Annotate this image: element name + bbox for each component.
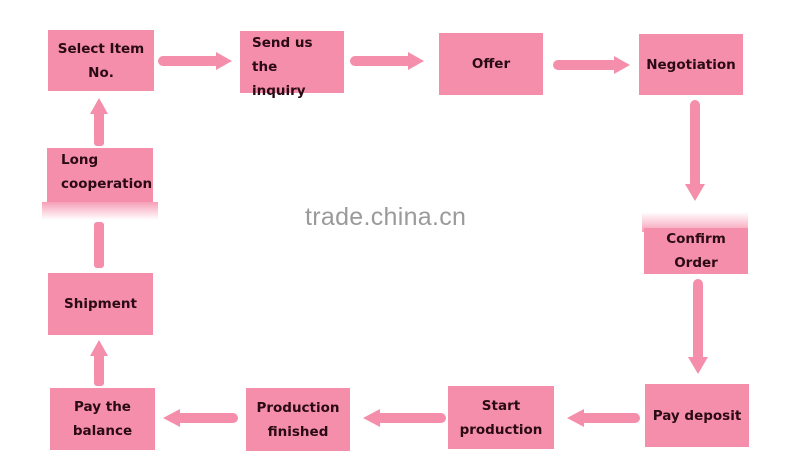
step-label: Select Item No. xyxy=(57,40,145,81)
step-label-line-1: Send us the xyxy=(252,35,313,75)
arrow-balance-to-shipment xyxy=(90,340,108,386)
step-label-line-2: cooperation xyxy=(61,176,153,192)
step-long-cooperation: Long cooperation xyxy=(47,148,153,202)
arrow-start-to-finished xyxy=(363,409,446,427)
step-label-line-1: Production xyxy=(256,399,340,416)
step-offer: Offer xyxy=(439,33,543,95)
step-label: Pay the balance xyxy=(72,399,133,439)
step-pay-balance: Pay the balance xyxy=(50,388,155,450)
arrow-cooperation-to-select xyxy=(90,98,108,146)
step-label-line-1: Long xyxy=(61,152,99,168)
arrow-negotiation-to-confirm xyxy=(685,100,705,201)
step-negotiation: Negotiation xyxy=(639,34,743,95)
step-label-line-2: finished xyxy=(267,423,329,440)
step-label: Negotiation xyxy=(646,56,736,73)
fade-effect xyxy=(42,202,158,220)
step-start-production: Start production xyxy=(448,386,554,449)
step-production-finished: Production finished xyxy=(246,388,350,451)
arrow-select-to-inquiry xyxy=(158,52,232,70)
arrow-inquiry-to-offer xyxy=(350,52,424,70)
step-select-item: Select Item No. xyxy=(48,30,154,91)
arrow-confirm-to-deposit xyxy=(688,279,708,374)
watermark: trade.china.cn xyxy=(305,203,467,231)
step-label: Offer xyxy=(471,56,511,72)
step-label: Shipment xyxy=(64,296,137,312)
step-label: Confirm Order xyxy=(666,231,726,271)
arrow-deposit-to-start-production xyxy=(567,409,640,427)
step-send-inquiry: Send us the inquiry xyxy=(240,31,344,99)
step-label: Start production xyxy=(459,397,543,438)
step-confirm-order: Confirm Order xyxy=(644,228,748,274)
step-label: Pay deposit xyxy=(652,407,742,424)
arrow-finished-to-balance xyxy=(163,409,238,427)
arrow-shipment-to-cooperation xyxy=(94,222,104,268)
step-shipment: Shipment xyxy=(48,273,153,335)
arrow-offer-to-negotiation xyxy=(553,56,630,74)
step-label-line-2: inquiry xyxy=(252,83,306,99)
step-pay-deposit: Pay deposit xyxy=(645,384,749,447)
